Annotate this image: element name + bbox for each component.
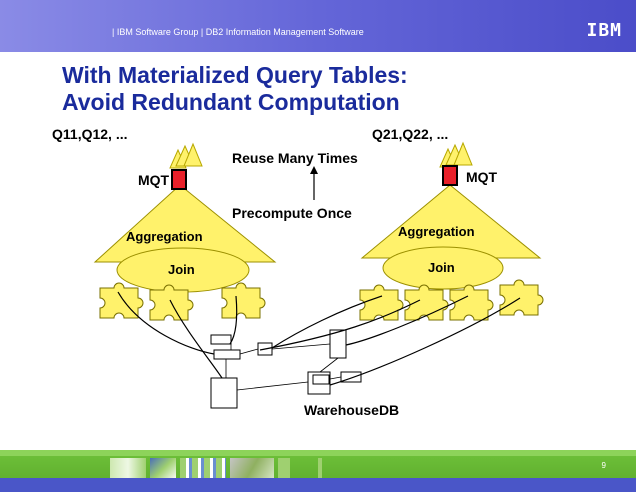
page-number: 9 xyxy=(601,461,606,470)
title-line-1: With Materialized Query Tables: xyxy=(62,62,408,88)
footer-mosaic-2 xyxy=(150,458,176,480)
precompute-label: Precompute Once xyxy=(232,205,352,221)
center-arrow-head-icon xyxy=(310,166,318,174)
footer-mosaic-1 xyxy=(110,458,146,480)
footer-strip xyxy=(0,450,636,456)
footer-mosaic-4 xyxy=(230,458,274,480)
right-aggregation-label: Aggregation xyxy=(398,224,475,239)
right-queries-label: Q21,Q22, ... xyxy=(372,126,449,142)
right-mqt-box xyxy=(442,165,458,186)
right-query-arrows-icon xyxy=(439,141,473,168)
left-mqt-label: MQT xyxy=(138,172,170,188)
footer-mosaic-5 xyxy=(278,458,290,480)
left-aggregation-label: Aggregation xyxy=(126,229,203,244)
schema-connectors xyxy=(225,340,342,391)
slide-title: With Materialized Query Tables: Avoid Re… xyxy=(62,62,582,116)
reuse-label: Reuse Many Times xyxy=(232,150,358,166)
left-queries-label: Q11,Q12, ... xyxy=(52,126,128,142)
left-puzzle-pieces-icon xyxy=(99,282,266,321)
title-line-2: Avoid Redundant Computation xyxy=(62,89,400,115)
left-mqt-box xyxy=(171,169,187,190)
ibm-logo: IBM xyxy=(586,20,622,41)
footer-mosaic-6 xyxy=(318,458,322,480)
left-join-label: Join xyxy=(168,262,195,277)
warehouse-schema xyxy=(210,329,362,409)
header-bar: | IBM Software Group | DB2 Information M… xyxy=(0,0,636,52)
breadcrumb: | IBM Software Group | DB2 Information M… xyxy=(112,27,364,37)
right-mqt-label: MQT xyxy=(466,169,498,185)
right-join-label: Join xyxy=(428,260,455,275)
footer-line xyxy=(0,478,636,492)
footer-mosaic-3 xyxy=(180,458,226,480)
right-join-ellipse xyxy=(382,246,504,290)
warehouse-label: WarehouseDB xyxy=(304,402,400,418)
left-query-arrows-icon xyxy=(169,142,203,169)
puzzle-connector-lines xyxy=(117,291,521,386)
